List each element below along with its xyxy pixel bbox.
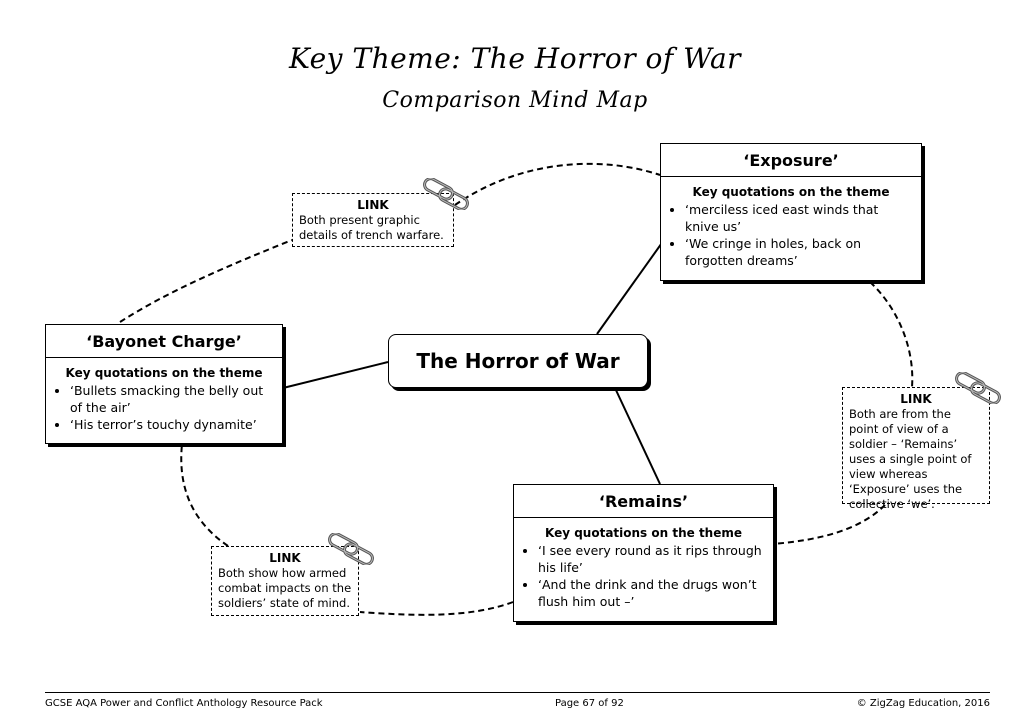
paperclip-icon	[328, 533, 374, 565]
dashed-path-link1-exposure	[454, 162, 661, 206]
footer-divider	[45, 692, 990, 693]
link-box-point-of-view: LINK Both are from the point of view of …	[842, 387, 990, 511]
poem-title-remains: ‘Remains’	[514, 485, 773, 518]
spoke-bayonet	[282, 361, 389, 389]
link-text: Both are from the point of view of a sol…	[849, 407, 972, 511]
link-label: LINK	[357, 198, 389, 212]
link-text: Both present graphic details of trench w…	[299, 213, 444, 242]
paperclip-icon	[955, 372, 1001, 404]
poem-title-exposure: ‘Exposure’	[661, 144, 921, 177]
poem-box-exposure: ‘Exposure’ Key quotations on the theme ‘…	[660, 143, 922, 281]
quotation-item: ‘And the drink and the drugs won’t flush…	[538, 576, 767, 610]
link-label: LINK	[900, 392, 932, 406]
link-box-trench-warfare: LINK Both present graphic details of tre…	[292, 193, 454, 247]
dashed-path-link3-bayonet	[180, 443, 229, 547]
footer-title: GCSE AQA Power and Conflict Anthology Re…	[45, 698, 323, 709]
dashed-path-link2-remains	[772, 504, 886, 545]
poem-box-remains: ‘Remains’ Key quotations on the theme ‘I…	[513, 484, 774, 622]
footer-page-number: Page 67 of 92	[555, 698, 624, 709]
poem-box-bayonet-charge: ‘Bayonet Charge’ Key quotations on the t…	[45, 324, 283, 444]
quotation-list: ‘merciless iced east winds that knive us…	[661, 201, 921, 269]
page-subtitle: Comparison Mind Map	[382, 88, 648, 113]
quotation-item: ‘merciless iced east winds that knive us…	[685, 201, 915, 235]
quotations-heading: Key quotations on the theme	[544, 526, 742, 540]
dashed-path-exposure-link2	[869, 281, 914, 388]
spoke-exposure	[596, 239, 665, 335]
quotation-item: ‘We cringe in holes, back on forgotten d…	[685, 235, 915, 269]
quotation-list: ‘Bullets smacking the belly out of the a…	[46, 382, 282, 433]
spoke-remains	[614, 387, 661, 485]
page-title: Key Theme: The Horror of War	[288, 42, 742, 75]
dashed-path-remains-link3	[359, 601, 514, 616]
quotation-item: ‘I see every round as it rips through hi…	[538, 542, 767, 576]
paperclip-icon	[423, 178, 469, 210]
quotations-heading: Key quotations on the theme	[65, 366, 263, 380]
dashed-path-bayonet-link1	[119, 239, 293, 323]
footer-copyright: © ZigZag Education, 2016	[856, 698, 990, 709]
central-topic: The Horror of War	[388, 334, 648, 388]
quotations-heading: Key quotations on the theme	[692, 185, 890, 199]
quotation-item: ‘Bullets smacking the belly out of the a…	[70, 382, 276, 416]
link-text: Both show how armed combat impacts on th…	[218, 566, 352, 610]
quotation-list: ‘I see every round as it rips through hi…	[514, 542, 773, 610]
link-box-state-of-mind: LINK Both show how armed combat impacts …	[211, 546, 359, 616]
poem-title-bayonet-charge: ‘Bayonet Charge’	[46, 325, 282, 358]
quotation-item: ‘His terror’s touchy dynamite’	[70, 416, 276, 433]
link-label: LINK	[269, 551, 301, 565]
